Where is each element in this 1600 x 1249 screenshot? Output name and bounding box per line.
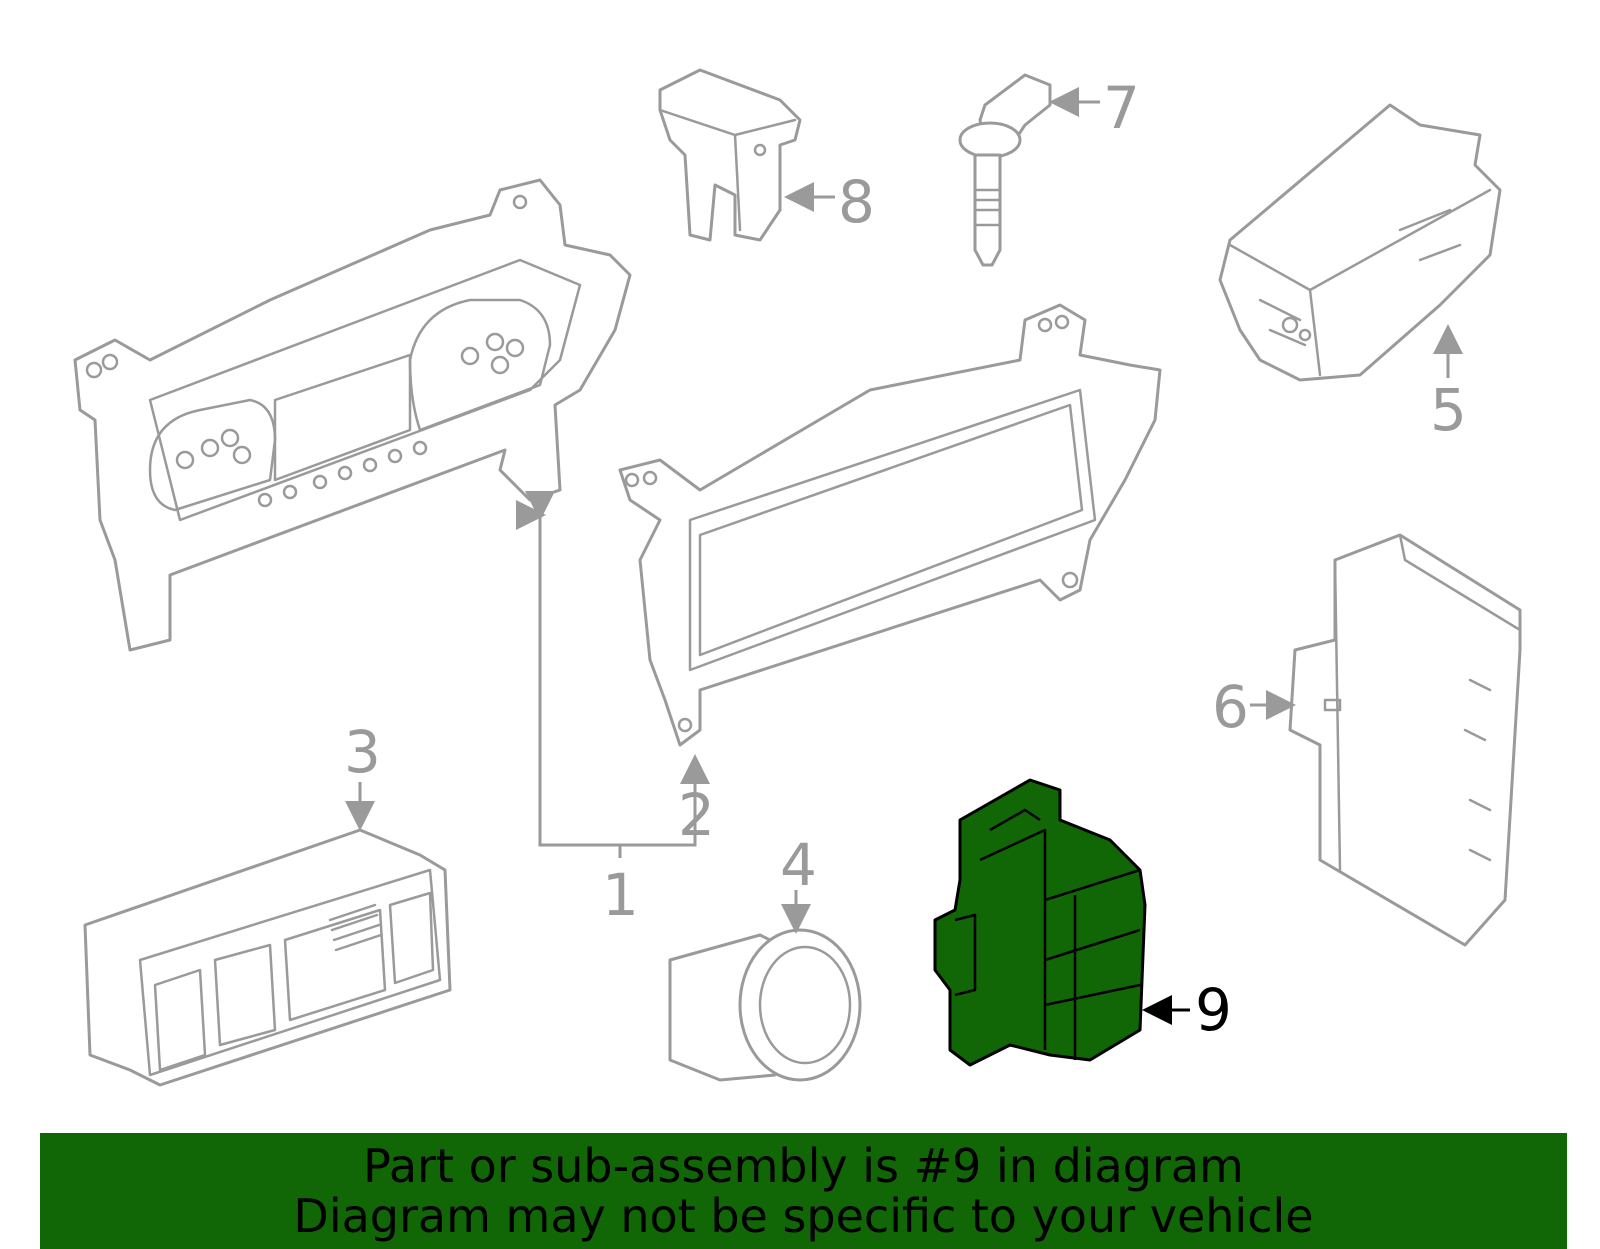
banner-line-1: Part or sub-assembly is #9 in diagram	[363, 1139, 1244, 1193]
part-1-instrument-cluster[interactable]	[73, 178, 632, 652]
part-4-push-button[interactable]	[668, 928, 862, 1082]
part-5-control-module[interactable]	[1218, 103, 1502, 382]
leader-lines	[345, 87, 1463, 1025]
callout-4: 4	[780, 831, 817, 899]
part-3-switch-panel[interactable]	[83, 828, 452, 1087]
banner-line-2: Diagram may not be specific to your vehi…	[293, 1189, 1314, 1243]
part-2-display-panel[interactable]	[618, 303, 1162, 747]
callout-8: 8	[838, 168, 875, 236]
part-8-switch[interactable]	[658, 68, 802, 242]
callout-2: 2	[678, 781, 715, 849]
callout-5: 5	[1430, 376, 1467, 444]
callout-3: 3	[344, 718, 381, 786]
callout-1: 1	[602, 861, 639, 929]
callout-9: 9	[1195, 976, 1232, 1044]
callout-labels: 1 2 3 4 5 6 7 8 9	[344, 74, 1467, 1044]
callout-6: 6	[1212, 673, 1249, 741]
part-7-sensor[interactable]	[958, 73, 1052, 267]
part-9-switch-assembly[interactable]	[933, 778, 1147, 1067]
callout-7: 7	[1103, 74, 1140, 142]
info-banner: Part or sub-assembly is #9 in diagram Di…	[40, 1133, 1567, 1249]
part-6-module[interactable]	[1288, 533, 1522, 947]
